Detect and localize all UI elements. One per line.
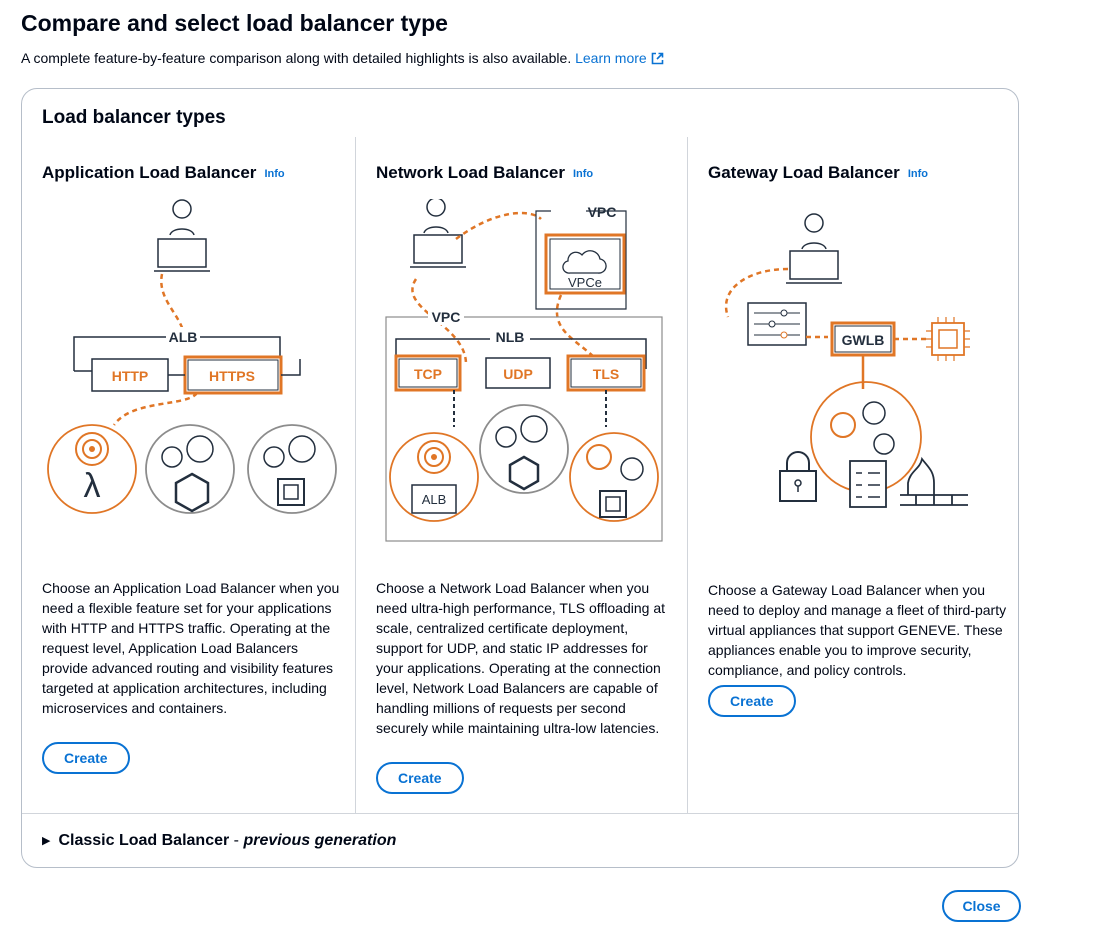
appliance-config-icon bbox=[747, 302, 807, 346]
user-icon bbox=[410, 199, 466, 268]
page-description: A complete feature-by-feature comparison… bbox=[21, 50, 664, 66]
external-link-icon bbox=[651, 52, 664, 65]
gwlb-label: GWLB bbox=[842, 332, 885, 348]
nlb-group-label: NLB bbox=[496, 329, 525, 345]
alb-info-link[interactable]: Info bbox=[264, 168, 285, 180]
caret-right-icon: ▶ bbox=[42, 835, 51, 847]
alb-column: Application Load Balancer Info ALB HTTP H… bbox=[22, 137, 355, 813]
gwlb-create-button[interactable]: Create bbox=[708, 685, 796, 717]
firewall-icon bbox=[900, 456, 968, 506]
nlb-vpc-label: VPC bbox=[432, 309, 461, 325]
nlb-tcp-label: TCP bbox=[414, 366, 442, 382]
page-description-text: A complete feature-by-feature comparison… bbox=[21, 50, 572, 66]
classic-separator: - bbox=[229, 832, 244, 849]
learn-more-label: Learn more bbox=[575, 50, 647, 66]
load-balancer-types-panel: Load balancer types Application Load Bal… bbox=[21, 88, 1019, 868]
nlb-description: Choose a Network Load Balancer when you … bbox=[376, 580, 666, 736]
checklist-icon bbox=[849, 460, 887, 508]
nlb-alb-target-label: ALB bbox=[422, 492, 447, 507]
user-icon bbox=[786, 213, 842, 284]
nlb-vpc-top-label: VPC bbox=[588, 204, 617, 220]
alb-http-label: HTTP bbox=[112, 368, 149, 384]
learn-more-link[interactable]: Learn more bbox=[575, 50, 664, 66]
nlb-diagram: VPC VPCe VPC NLB TCP UDP TLS bbox=[385, 199, 663, 542]
alb-diagram: ALB HTTP HTTPS λ bbox=[47, 199, 337, 514]
chip-icon bbox=[926, 317, 970, 361]
gwlb-description: Choose a Gateway Load Balancer when you … bbox=[708, 582, 1007, 678]
nlb-title: Network Load Balancer bbox=[376, 163, 565, 182]
nlb-heading: Network Load Balancer Info bbox=[376, 163, 593, 183]
nlb-udp-label: UDP bbox=[503, 366, 533, 382]
page-title: Compare and select load balancer type bbox=[21, 10, 448, 36]
lock-icon bbox=[779, 451, 817, 502]
alb-create-button[interactable]: Create bbox=[42, 742, 130, 774]
gwlb-diagram: GWLB bbox=[724, 213, 970, 508]
alb-description: Choose an Application Load Balancer when… bbox=[42, 580, 340, 716]
classic-load-balancer-section: ▶ Classic Load Balancer - previous genera… bbox=[22, 813, 1018, 867]
alb-title: Application Load Balancer bbox=[42, 163, 257, 182]
alb-https-label: HTTPS bbox=[209, 368, 255, 384]
gwlb-info-link[interactable]: Info bbox=[907, 168, 928, 180]
classic-expand-toggle[interactable]: ▶ Classic Load Balancer - previous genera… bbox=[42, 832, 396, 850]
nlb-create-button[interactable]: Create bbox=[376, 762, 464, 794]
nlb-info-link[interactable]: Info bbox=[572, 168, 594, 180]
nlb-vpce-label: VPCe bbox=[568, 275, 602, 290]
classic-subtitle: previous generation bbox=[243, 832, 397, 849]
classic-name: Classic Load Balancer bbox=[58, 832, 230, 849]
panel-title: Load balancer types bbox=[42, 107, 226, 128]
user-icon bbox=[154, 199, 210, 272]
alb-heading: Application Load Balancer Info bbox=[42, 163, 285, 183]
gwlb-title: Gateway Load Balancer bbox=[708, 163, 900, 182]
gwlb-column: Gateway Load Balancer Info GWLB bbox=[687, 137, 1018, 813]
nlb-tls-label: TLS bbox=[593, 366, 619, 382]
close-button[interactable]: Close bbox=[942, 890, 1021, 922]
alb-group-label: ALB bbox=[169, 329, 198, 345]
gwlb-heading: Gateway Load Balancer Info bbox=[708, 163, 928, 183]
nlb-column: Network Load Balancer Info VPC VPCe VPC bbox=[355, 137, 687, 813]
svg-text:λ: λ bbox=[84, 467, 101, 505]
